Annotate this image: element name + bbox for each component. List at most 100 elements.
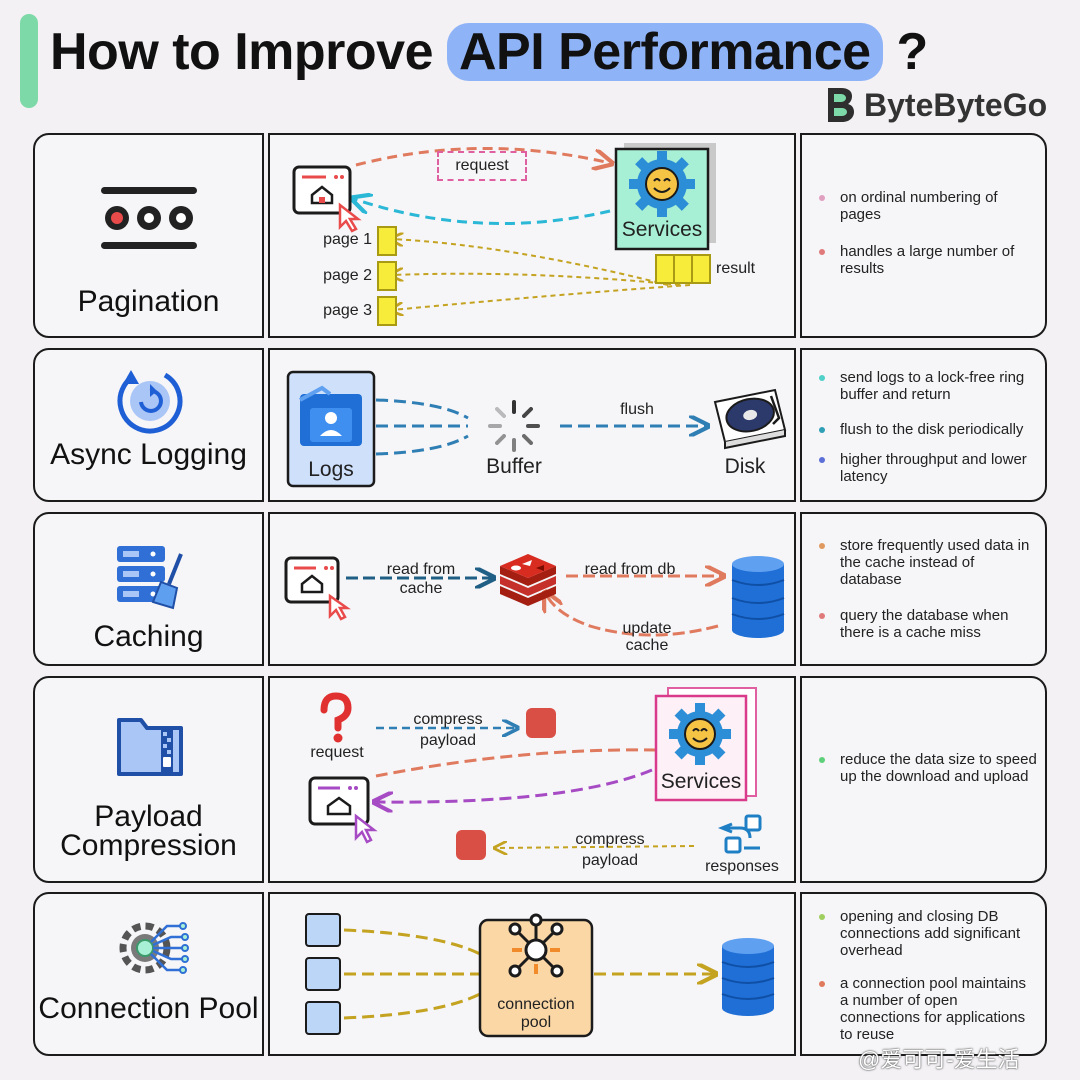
note-item: reduce the data size to speed up the dow… — [816, 751, 1037, 785]
three-dots-pagination-icon — [101, 187, 197, 249]
request-label: request — [455, 157, 509, 174]
notes-cell-async-logging: send logs to a lock-free ring buffer and… — [800, 348, 1047, 502]
log-contact-icon — [299, 385, 362, 446]
row-async-logging: Async Logging — [33, 348, 1047, 502]
responses-label: responses — [705, 858, 779, 875]
browser-window-icon — [284, 556, 351, 621]
category-cell-pagination: Pagination — [33, 133, 264, 338]
note-item: store frequently used data in the cache … — [816, 537, 1037, 588]
category-cell-caching: Caching — [33, 512, 264, 666]
connection-pool-diagram — [305, 913, 775, 1038]
title-highlight: API Performance — [446, 23, 883, 81]
responses-flow-icon — [717, 814, 762, 854]
page-label-1: page 1 — [323, 231, 372, 248]
notes-cell-payload-compression: reduce the data size to speed up the dow… — [800, 676, 1047, 883]
category-cell-connection-pool: Connection Pool — [33, 892, 264, 1056]
app-connection-box — [305, 957, 341, 991]
row-connection-pool: Connection Pool — [33, 892, 1047, 1056]
notes-list-payload-compression: reduce the data size to speed up the dow… — [816, 751, 1037, 785]
payload-compression-diagram — [308, 687, 762, 860]
diagram-cell-payload-compression: request compress payload Services compre… — [268, 676, 796, 883]
zip-folder-icon — [117, 718, 183, 776]
read-cache-label: read from cache — [386, 561, 456, 597]
compressed-payload-block — [456, 830, 486, 860]
request-tag — [437, 151, 527, 181]
note-item: on ordinal numbering of pages — [816, 189, 1037, 223]
page-title: How to Improve API Performance ? — [50, 22, 928, 82]
row-caching: Caching — [33, 512, 1047, 666]
page-label-2: page 2 — [323, 267, 372, 284]
services-label: Services — [621, 218, 703, 241]
response-arrow — [354, 199, 611, 225]
title-prefix: How to Improve — [50, 23, 447, 81]
diagram-cell-caching: read from cache read from db update cach… — [268, 512, 796, 666]
diagram-cell-async-logging: Logs Buffer flush Disk — [268, 348, 796, 502]
watermark: @爱可可-爱生活 — [858, 1047, 1020, 1072]
database-icon — [731, 556, 785, 638]
category-label-pagination: Pagination — [77, 285, 220, 318]
note-item: a connection pool maintains a number of … — [816, 975, 1037, 1043]
accent-bar — [20, 14, 38, 108]
category-label-payload-compression: Payload Compression — [60, 800, 237, 862]
note-item: send logs to a lock-free ring buffer and… — [816, 369, 1037, 403]
connection-pool-label: connection pool — [497, 996, 575, 1031]
notes-cell-connection-pool: opening and closing DB connections add s… — [800, 892, 1047, 1056]
async-logging-diagram — [286, 370, 787, 488]
compressed-payload-block — [526, 708, 556, 738]
browser-window-icon — [308, 776, 378, 844]
category-cell-payload-compression: Payload Compression — [33, 676, 264, 883]
brand-name: ByteByteGo — [864, 86, 1048, 123]
update-cache-label: update cache — [622, 620, 672, 654]
update-cache-arrow — [546, 594, 719, 637]
server-stack-cleaning-icon — [117, 546, 183, 610]
disk-label: Disk — [724, 455, 766, 478]
database-icon — [721, 938, 775, 1016]
category-label-connection-pool: Connection Pool — [38, 992, 259, 1025]
note-item: flush to the disk periodically — [816, 421, 1037, 438]
row-pagination: Pagination — [33, 133, 1047, 338]
category-cell-async-logging: Async Logging — [33, 348, 264, 502]
note-item: handles a large number of results — [816, 243, 1037, 277]
notes-list-connection-pool: opening and closing DB connections add s… — [816, 908, 1037, 1043]
network-hub-icon — [508, 913, 564, 978]
gear-circuit-icon — [119, 922, 189, 974]
note-item: opening and closing DB connections add s… — [816, 908, 1037, 959]
browser-window-icon — [292, 165, 362, 233]
category-label-caching: Caching — [93, 620, 204, 653]
notes-list-pagination: on ordinal numbering of pages handles a … — [816, 189, 1037, 277]
brand: ByteByteGo — [824, 84, 1047, 126]
app-connection-box — [305, 913, 341, 947]
disk-turntable-icon — [713, 388, 787, 450]
smiley-gear-icon — [629, 151, 695, 217]
notes-list-caching: store frequently used data in the cache … — [816, 537, 1037, 641]
result-label: result — [716, 260, 756, 277]
category-label-async-logging: Async Logging — [50, 438, 247, 471]
async-refresh-icon — [117, 368, 183, 434]
diagram-cell-connection-pool: connection pool — [268, 892, 796, 1056]
row-payload-compression: Payload Compression — [33, 676, 1047, 883]
title-suffix: ? — [882, 23, 928, 81]
notes-list-async-logging: send logs to a lock-free ring buffer and… — [816, 369, 1037, 485]
buffer-spinner-icon — [488, 400, 540, 452]
notes-cell-pagination: on ordinal numbering of pages handles a … — [800, 133, 1047, 338]
logs-label: Logs — [308, 458, 354, 481]
flush-label: flush — [620, 401, 654, 418]
redis-cache-icon — [500, 554, 556, 606]
question-mark-icon — [320, 692, 352, 743]
pagination-diagram — [292, 143, 716, 326]
request-arrow — [355, 146, 610, 165]
notes-cell-caching: store frequently used data in the cache … — [800, 512, 1047, 666]
buffer-label: Buffer — [486, 455, 542, 478]
services-label: Services — [660, 770, 742, 793]
smiley-gear-icon — [669, 703, 731, 765]
compress-payload-top-label: compress payload — [413, 711, 483, 749]
diagram-cell-pagination: request Services result page 1 page 2 pa… — [268, 133, 796, 338]
note-item: higher throughput and lower latency — [816, 451, 1037, 485]
app-connection-box — [305, 1001, 341, 1035]
note-item: query the database when there is a cache… — [816, 607, 1037, 641]
page-label-3: page 3 — [323, 302, 372, 319]
read-db-label: read from db — [584, 561, 676, 578]
request-label: request — [310, 744, 364, 761]
bytebytego-logo-icon — [828, 88, 854, 122]
caching-diagram — [284, 554, 785, 638]
